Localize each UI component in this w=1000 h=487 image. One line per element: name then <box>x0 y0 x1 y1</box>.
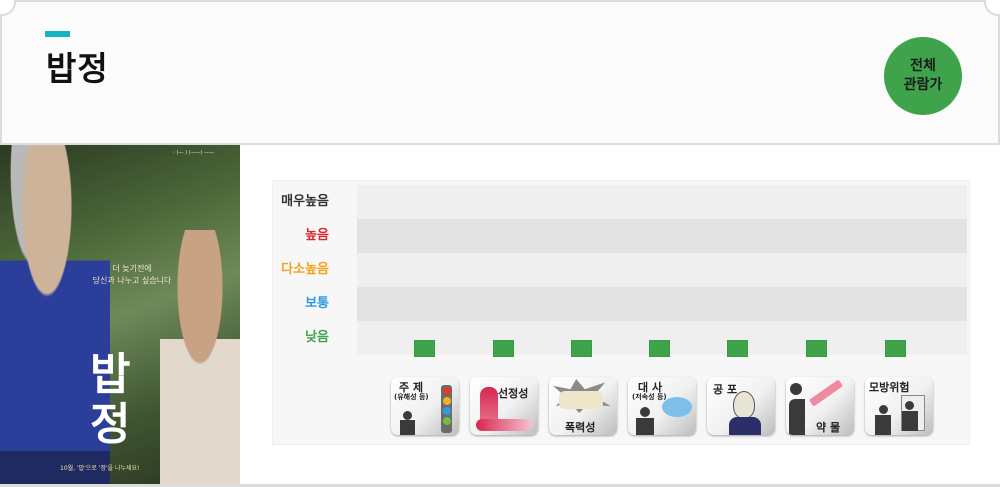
grid-row-very-high <box>357 185 967 219</box>
poster-figure-woman <box>160 230 240 485</box>
rating-line1: 전체 <box>910 58 936 74</box>
level-label-high: 높음 <box>305 228 329 243</box>
poster-logos: ◦ (— ) (——) —— <box>172 150 215 156</box>
bottom-divider <box>0 484 1000 487</box>
corner-notch <box>0 0 16 16</box>
imitation-risk-icon: 모방위험 <box>865 377 933 435</box>
accent-bar <box>45 31 70 37</box>
dialogue-icon: 대 사 (저속성 등) <box>628 377 696 435</box>
marker-drugs <box>806 340 827 357</box>
movie-title: 밥정 <box>46 49 109 88</box>
poster-release-text: 10월, '밥'으로 '정'을 나누세요! <box>60 465 140 472</box>
grid-row-normal <box>357 287 967 321</box>
content-rating-chart: 매우높음 높음 다소높음 보통 낮음 주 제 (유해성 등) <box>272 180 970 445</box>
poster-tagline: 더 늦기전에 당신과 나누고 싶습니다 <box>92 264 172 285</box>
syringe <box>808 379 844 407</box>
marker-dialogue <box>649 340 670 357</box>
rating-line2: 관람가 <box>903 77 943 93</box>
age-rating-badge: 전체 관람가 <box>884 37 962 115</box>
marker-violence <box>571 340 592 357</box>
level-label-normal: 보통 <box>305 296 329 311</box>
marker-imitation-risk <box>885 340 906 357</box>
movie-header: 밥정 전체 관람가 <box>0 0 1000 145</box>
marker-sexuality <box>493 340 514 357</box>
traffic-light <box>441 385 452 433</box>
marker-theme <box>414 340 435 357</box>
sexuality-icon: 선정성 <box>470 377 538 435</box>
poster-figure-man <box>0 145 110 485</box>
speech-bubble <box>662 397 692 417</box>
fear-icon: 공 포 <box>707 377 775 435</box>
rating-grid <box>357 185 967 357</box>
movie-poster: ◦ (— ) (——) —— 더 늦기전에 당신과 나누고 싶습니다 밥 정 1… <box>0 145 240 485</box>
drugs-icon: 약 물 <box>786 377 854 435</box>
marker-fear <box>727 340 748 357</box>
poster-title: 밥 정 <box>90 349 131 450</box>
grid-row-somewhat-high <box>357 253 967 287</box>
corner-notch <box>984 0 1000 16</box>
level-label-low: 낮음 <box>305 330 329 345</box>
violence-icon: 폭력성 <box>549 377 617 435</box>
grid-row-high <box>357 219 967 253</box>
theme-icon: 주 제 (유해성 등) <box>391 377 459 435</box>
category-icons: 주 제 (유해성 등) 선정성 폭력 <box>391 377 951 437</box>
level-label-very-high: 매우높음 <box>281 194 329 209</box>
level-label-somewhat-high: 다소높음 <box>281 262 329 277</box>
